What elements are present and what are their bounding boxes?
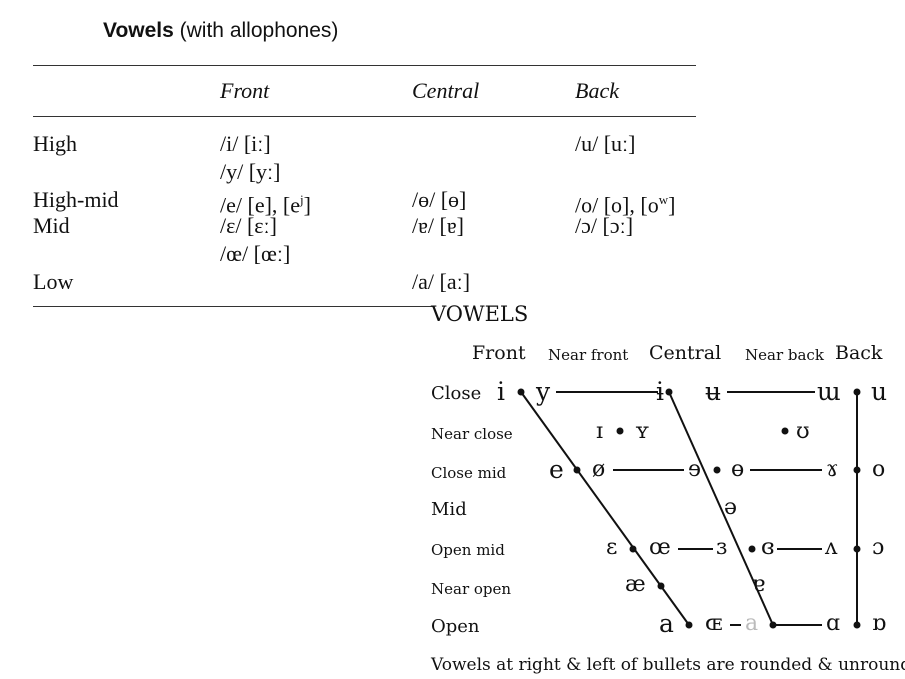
vowel-symbol: a xyxy=(745,611,759,636)
row-close-mid: Close mid xyxy=(431,464,507,482)
bullet xyxy=(517,388,525,396)
table-cell: /e/ [e], [ej] xyxy=(220,189,311,216)
vowel-symbol: ʏ xyxy=(635,419,650,444)
row-close: Close xyxy=(431,383,482,404)
bullet xyxy=(853,388,861,396)
front-diagonal-line xyxy=(520,391,690,626)
row-near-open: Near open xyxy=(431,580,512,598)
bullet xyxy=(685,621,693,629)
cell-text: /o/ [o], [o xyxy=(575,192,659,218)
vowel-symbol: ʌ xyxy=(825,535,838,560)
bullet xyxy=(616,427,624,435)
table-cell: /i/ [iː] xyxy=(220,131,271,156)
table-header-back: Back xyxy=(575,78,619,103)
bullet xyxy=(853,545,861,553)
bullet xyxy=(748,545,756,553)
column-near-front: Near front xyxy=(548,346,629,364)
vowel-symbol: ɘ xyxy=(688,457,702,482)
vowel-symbol: y xyxy=(536,377,551,406)
bullet xyxy=(853,621,861,629)
cell-text: ] xyxy=(668,192,676,218)
row-open-mid: Open mid xyxy=(431,541,505,559)
vowel-symbol: i xyxy=(497,377,505,406)
vowel-symbol: œ xyxy=(649,535,671,560)
vowel-symbol: ɯ xyxy=(817,377,841,406)
cell-superscript: j xyxy=(300,192,304,207)
vowel-symbol: ø xyxy=(592,457,606,482)
row-open: Open xyxy=(431,616,480,637)
vowel-symbol: ɔ xyxy=(872,535,885,560)
table-cell: /u/ [uː] xyxy=(575,131,636,156)
bullet xyxy=(769,621,777,629)
bullet xyxy=(629,545,637,553)
table-cell: /ɛ/ [ɛː] xyxy=(220,213,277,238)
table-row-mid: Mid xyxy=(33,213,70,238)
table-bottom-rule xyxy=(33,306,433,307)
vowel-symbol: o xyxy=(872,457,886,482)
table-header-central: Central xyxy=(412,78,480,103)
central-diagonal-line xyxy=(668,391,774,626)
title-rest: (with allophones) xyxy=(173,19,339,42)
column-near-back: Near back xyxy=(745,346,824,364)
table-cell: /œ/ [œː] xyxy=(220,241,291,266)
vowel-symbol: ɒ xyxy=(872,611,887,636)
cell-superscript: w xyxy=(658,192,669,207)
vowel-symbol: ɑ xyxy=(826,611,841,636)
vowel-symbol: ʉ xyxy=(705,377,722,406)
title-bold: Vowels xyxy=(103,19,174,42)
bullet xyxy=(657,582,665,590)
vowel-symbol: u xyxy=(871,377,888,406)
vowel-symbol: ə xyxy=(724,495,738,520)
vowel-symbol: ɪ xyxy=(596,419,604,444)
bullet xyxy=(665,388,673,396)
vowel-symbol: ɤ xyxy=(826,457,839,482)
table-header-rule xyxy=(33,116,696,117)
chart-footer-note: Vowels at right & left of bullets are ro… xyxy=(431,655,905,675)
vowel-symbol: e xyxy=(549,455,564,484)
column-back: Back xyxy=(835,342,883,364)
vowel-symbol: ɛ xyxy=(606,535,618,560)
page-title: Vowels (with allophones) xyxy=(103,19,338,43)
bullet xyxy=(853,466,861,474)
vowel-symbol: ʊ xyxy=(796,419,810,444)
row-near-close: Near close xyxy=(431,425,513,443)
vowel-symbol: ɜ xyxy=(716,535,728,560)
vowel-symbol: ɨ xyxy=(656,377,664,406)
table-cell: /o/ [o], [ow] xyxy=(575,189,675,216)
vowel-symbol: ɞ xyxy=(761,535,775,560)
row-mid: Mid xyxy=(431,499,467,520)
column-front: Front xyxy=(472,342,526,364)
table-cell: /ɐ/ [ɐ] xyxy=(412,213,464,238)
table-row-high: High xyxy=(33,131,77,156)
vowel-symbol: a xyxy=(659,609,674,638)
bullet xyxy=(573,466,581,474)
table-header-front: Front xyxy=(220,78,270,103)
vowel-symbol: ɐ xyxy=(752,572,766,597)
bullet xyxy=(713,466,721,474)
bullet xyxy=(781,427,789,435)
table-row-high-mid: High-mid xyxy=(33,187,119,212)
table-row-low: Low xyxy=(33,269,74,294)
chart-title: VOWELS xyxy=(431,302,529,326)
cell-text: /e/ [e], [e xyxy=(220,192,300,218)
table-cell: /ɔ/ [ɔː] xyxy=(575,213,634,238)
column-central: Central xyxy=(649,342,722,364)
cell-text: ] xyxy=(303,192,311,218)
vowel-symbol: ɶ xyxy=(705,611,723,636)
table-cell: /y/ [yː] xyxy=(220,159,281,184)
table-top-rule xyxy=(33,65,696,66)
table-cell: /ɵ/ [ɵ] xyxy=(412,187,467,212)
vowel-symbol: ɵ xyxy=(731,457,745,482)
table-cell: /a/ [aː] xyxy=(412,269,471,294)
vowel-symbol: æ xyxy=(625,572,646,597)
